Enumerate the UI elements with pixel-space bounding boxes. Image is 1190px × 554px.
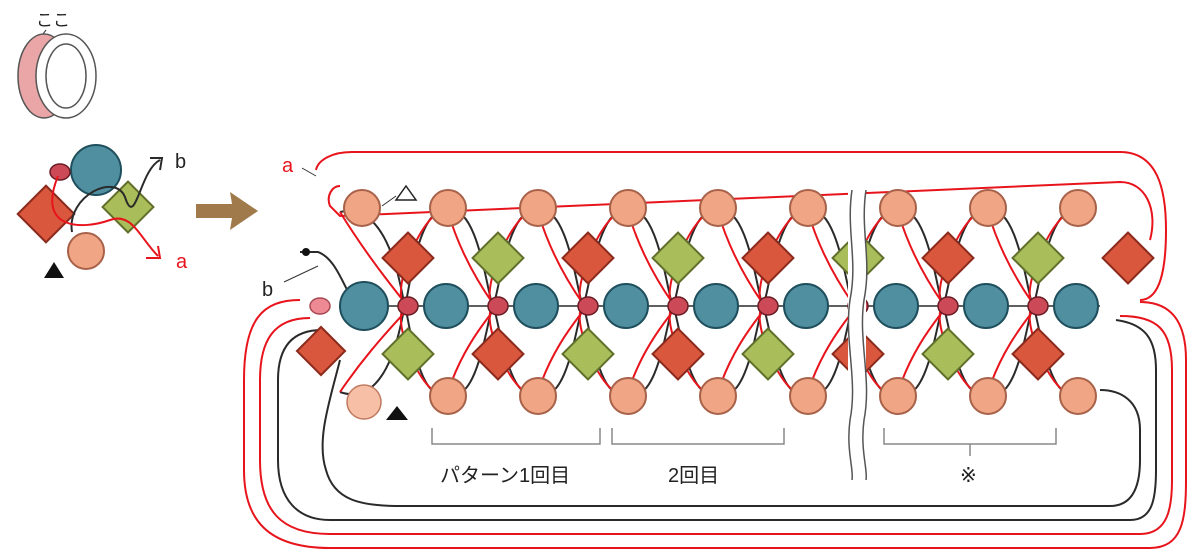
break-mark [847, 189, 868, 481]
filled-triangle-icon [44, 262, 64, 278]
red-diamond-bead [921, 231, 975, 285]
peach-bead-top [1059, 189, 1097, 227]
teal-bead [963, 283, 1009, 329]
green-diamond-bead [471, 231, 525, 285]
start-red-diamond-bead [295, 325, 347, 377]
bead-layer [343, 189, 1155, 415]
red-diamond-bead [651, 327, 705, 381]
peach-bead-top [343, 189, 381, 227]
small-bead [49, 163, 71, 181]
peach-bead-top [879, 189, 917, 227]
red-diamond-bead [1101, 231, 1155, 285]
ring-illustration: ここ [17, 11, 97, 119]
teal-bead [423, 283, 469, 329]
step-diagram: b a [16, 144, 188, 278]
pattern-brackets [431, 428, 1057, 456]
teal-bead [1053, 283, 1099, 329]
small-bead [937, 296, 959, 316]
peach-bead-top [789, 189, 827, 227]
teal-bead [693, 283, 739, 329]
label-b-pointer [283, 265, 319, 283]
small-bead [577, 296, 599, 316]
label-b-main: b [262, 279, 273, 301]
red-diamond-bead [16, 184, 76, 244]
bracket-pattern-1 [431, 428, 601, 445]
bracket-repeat [883, 428, 1057, 445]
teal-bead [513, 283, 559, 329]
start-small-bead [309, 297, 331, 315]
green-diamond-bead [651, 231, 705, 285]
start-peach-bead [346, 384, 382, 420]
peach-bead-bottom [789, 377, 827, 415]
green-diamond-bead [561, 327, 615, 381]
peach-bead-bottom [609, 377, 647, 415]
label-b-small: b [175, 151, 186, 173]
green-diamond-bead [101, 180, 155, 234]
ring-icon [17, 33, 97, 119]
peach-bead [67, 232, 105, 270]
small-bead [397, 296, 419, 316]
peach-bead-bottom [1059, 377, 1097, 415]
red-diamond-bead [741, 231, 795, 285]
peach-bead-bottom [429, 377, 467, 415]
peach-bead-top [519, 189, 557, 227]
small-bead [1027, 296, 1049, 316]
bracket-pattern-2 [611, 428, 785, 445]
outer-red-threads [243, 151, 1187, 549]
small-bead [757, 296, 779, 316]
label-pattern-1: パターン1回目 [440, 464, 570, 487]
small-bead [667, 296, 689, 316]
black-thread-small [70, 159, 161, 233]
peach-bead-top [969, 189, 1007, 227]
label-repeat-mark: ※ [960, 465, 977, 487]
red-diamond-bead [381, 231, 435, 285]
green-diamond-bead [741, 327, 795, 381]
peach-bead-bottom [519, 377, 557, 415]
label-a-main: a [282, 155, 294, 177]
red-diamond-bead [561, 231, 615, 285]
peach-bead-top [429, 189, 467, 227]
green-diamond-bead [1011, 231, 1065, 285]
filled-triangle-icon-main [386, 406, 408, 420]
main-diagram: b a パターン1回目 2回目 ※ [243, 151, 1187, 549]
label-a-pointer [301, 167, 317, 177]
peach-bead-bottom [699, 377, 737, 415]
peach-bead-bottom [879, 377, 917, 415]
open-triangle-icon [394, 184, 418, 201]
thread-knot [302, 248, 310, 256]
red-diamond-bead [471, 327, 525, 381]
red-diamond-bead [1011, 327, 1065, 381]
green-diamond-bead [381, 327, 435, 381]
small-bead [487, 296, 509, 316]
teal-bead [70, 144, 122, 196]
label-pattern-2: 2回目 [668, 465, 719, 487]
peach-bead-top [609, 189, 647, 227]
teal-bead [783, 283, 829, 329]
label-a-small: a [176, 251, 188, 273]
peach-bead-top [699, 189, 737, 227]
teal-bead [603, 283, 649, 329]
green-diamond-bead [921, 327, 975, 381]
peach-bead-bottom [969, 377, 1007, 415]
start-teal-bead [339, 281, 389, 331]
label-koko: ここ [36, 11, 70, 30]
black-thread-arrowhead [150, 157, 164, 171]
teal-bead [873, 283, 919, 329]
open-triangle-pointer [381, 195, 397, 207]
red-thread-small [51, 175, 159, 257]
red-thread-arrowhead [146, 245, 162, 259]
right-arrow-icon [196, 192, 258, 230]
